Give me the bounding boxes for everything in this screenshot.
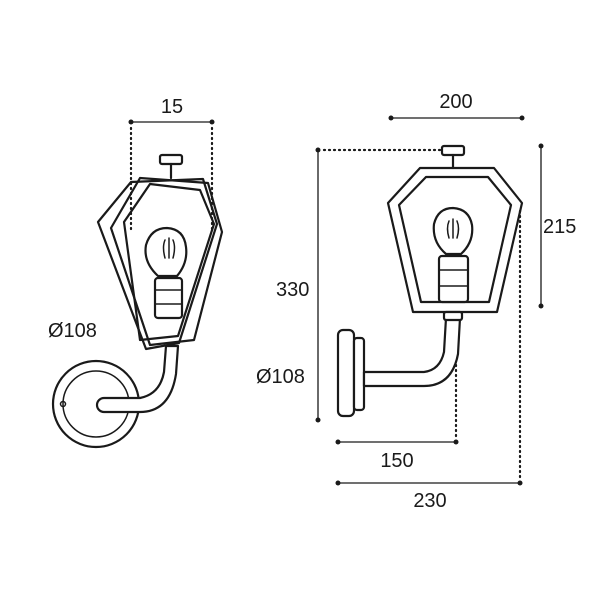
side-wall-plate	[336, 328, 366, 418]
label-side-diameter: Ø108	[256, 366, 305, 388]
front-lantern	[96, 153, 224, 351]
front-view: 15	[48, 96, 224, 449]
side-arm	[362, 316, 462, 388]
label-side-top-width: 200	[439, 91, 472, 113]
label-side-total-height: 330	[276, 279, 309, 301]
label-side-total-projection: 230	[413, 490, 446, 512]
front-arm	[95, 344, 180, 414]
side-view: 200 215 330 150	[256, 91, 576, 512]
dimension-side-lantern-height: 215	[538, 143, 576, 309]
dimension-side-top-width: 200	[388, 91, 525, 121]
label-front-diameter: Ø108	[48, 320, 97, 342]
label-side-lantern-height: 215	[543, 216, 576, 238]
dimension-side-arm-projection: 150	[335, 320, 459, 472]
label-side-arm-projection: 150	[380, 450, 413, 472]
dimension-side-total-height: 330	[276, 147, 442, 423]
label-front-width: 15	[161, 96, 183, 118]
front-bulb	[144, 226, 188, 320]
dimension-side-total-projection: 230	[335, 208, 523, 512]
side-lantern	[386, 144, 524, 322]
side-bulb	[432, 206, 474, 304]
